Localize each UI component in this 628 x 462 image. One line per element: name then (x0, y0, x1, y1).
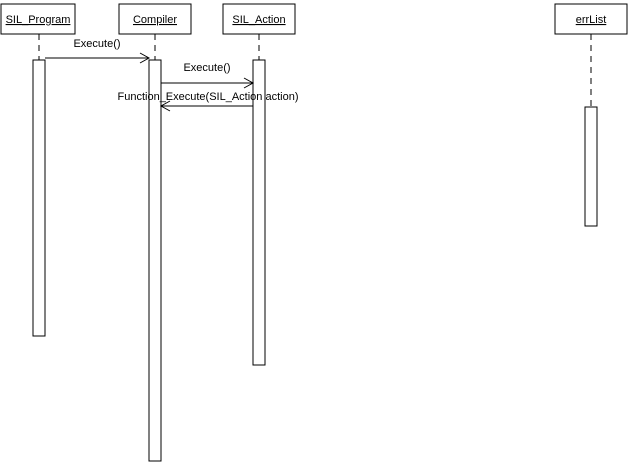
activation-compiler[interactable] (148, 59, 162, 462)
participant-sil-program[interactable]: SIL_Program (0, 3, 76, 35)
activation-sil-action[interactable] (252, 59, 266, 366)
activation-errlist[interactable] (584, 106, 598, 227)
participant-label: errList (576, 14, 607, 26)
message-label: Execute() (183, 62, 230, 74)
message-execute-2[interactable]: Execute() (161, 62, 255, 89)
message-label: Function_Execute(SIL_Action action) (118, 91, 299, 103)
participant-label: Compiler (133, 14, 177, 26)
participant-compiler[interactable]: Compiler (118, 3, 192, 35)
participant-sil-action[interactable]: SIL_Action (222, 3, 296, 35)
participant-errlist[interactable]: errList (554, 3, 628, 35)
participant-label: SIL_Action (232, 14, 285, 26)
arrowhead-icon (159, 100, 171, 112)
participant-label: SIL_Program (6, 14, 71, 26)
arrowhead-icon (139, 52, 151, 64)
message-function-execute[interactable]: Function_Execute(SIL_Action action) (118, 91, 299, 112)
message-label: Execute() (73, 38, 120, 50)
arrowhead-icon (243, 77, 255, 89)
message-execute-1[interactable]: Execute() (45, 38, 151, 64)
activation-sil-program[interactable] (32, 59, 46, 337)
